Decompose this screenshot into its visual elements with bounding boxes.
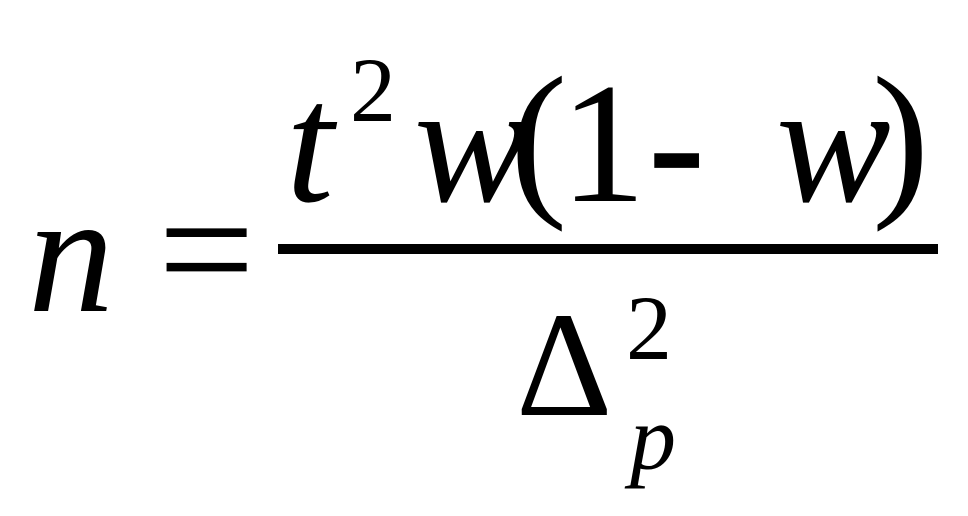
variable-t: t [286,49,334,239]
delta-symbol: Δ [516,282,613,448]
fraction-bar [278,244,938,254]
lhs-variable-n: n [28,159,114,349]
delta-exponent: 2 [626,277,672,379]
delta-subscript-p: p [630,387,676,489]
t-exponent: 2 [350,39,396,141]
constant-one: 1 [560,49,646,239]
variable-w-inner: w [776,49,891,239]
equals-sign: = [158,155,256,345]
variable-w: w [414,49,529,239]
open-paren: ( [510,43,568,233]
minus-sign: - [648,49,706,239]
close-paren: ) [872,43,930,233]
